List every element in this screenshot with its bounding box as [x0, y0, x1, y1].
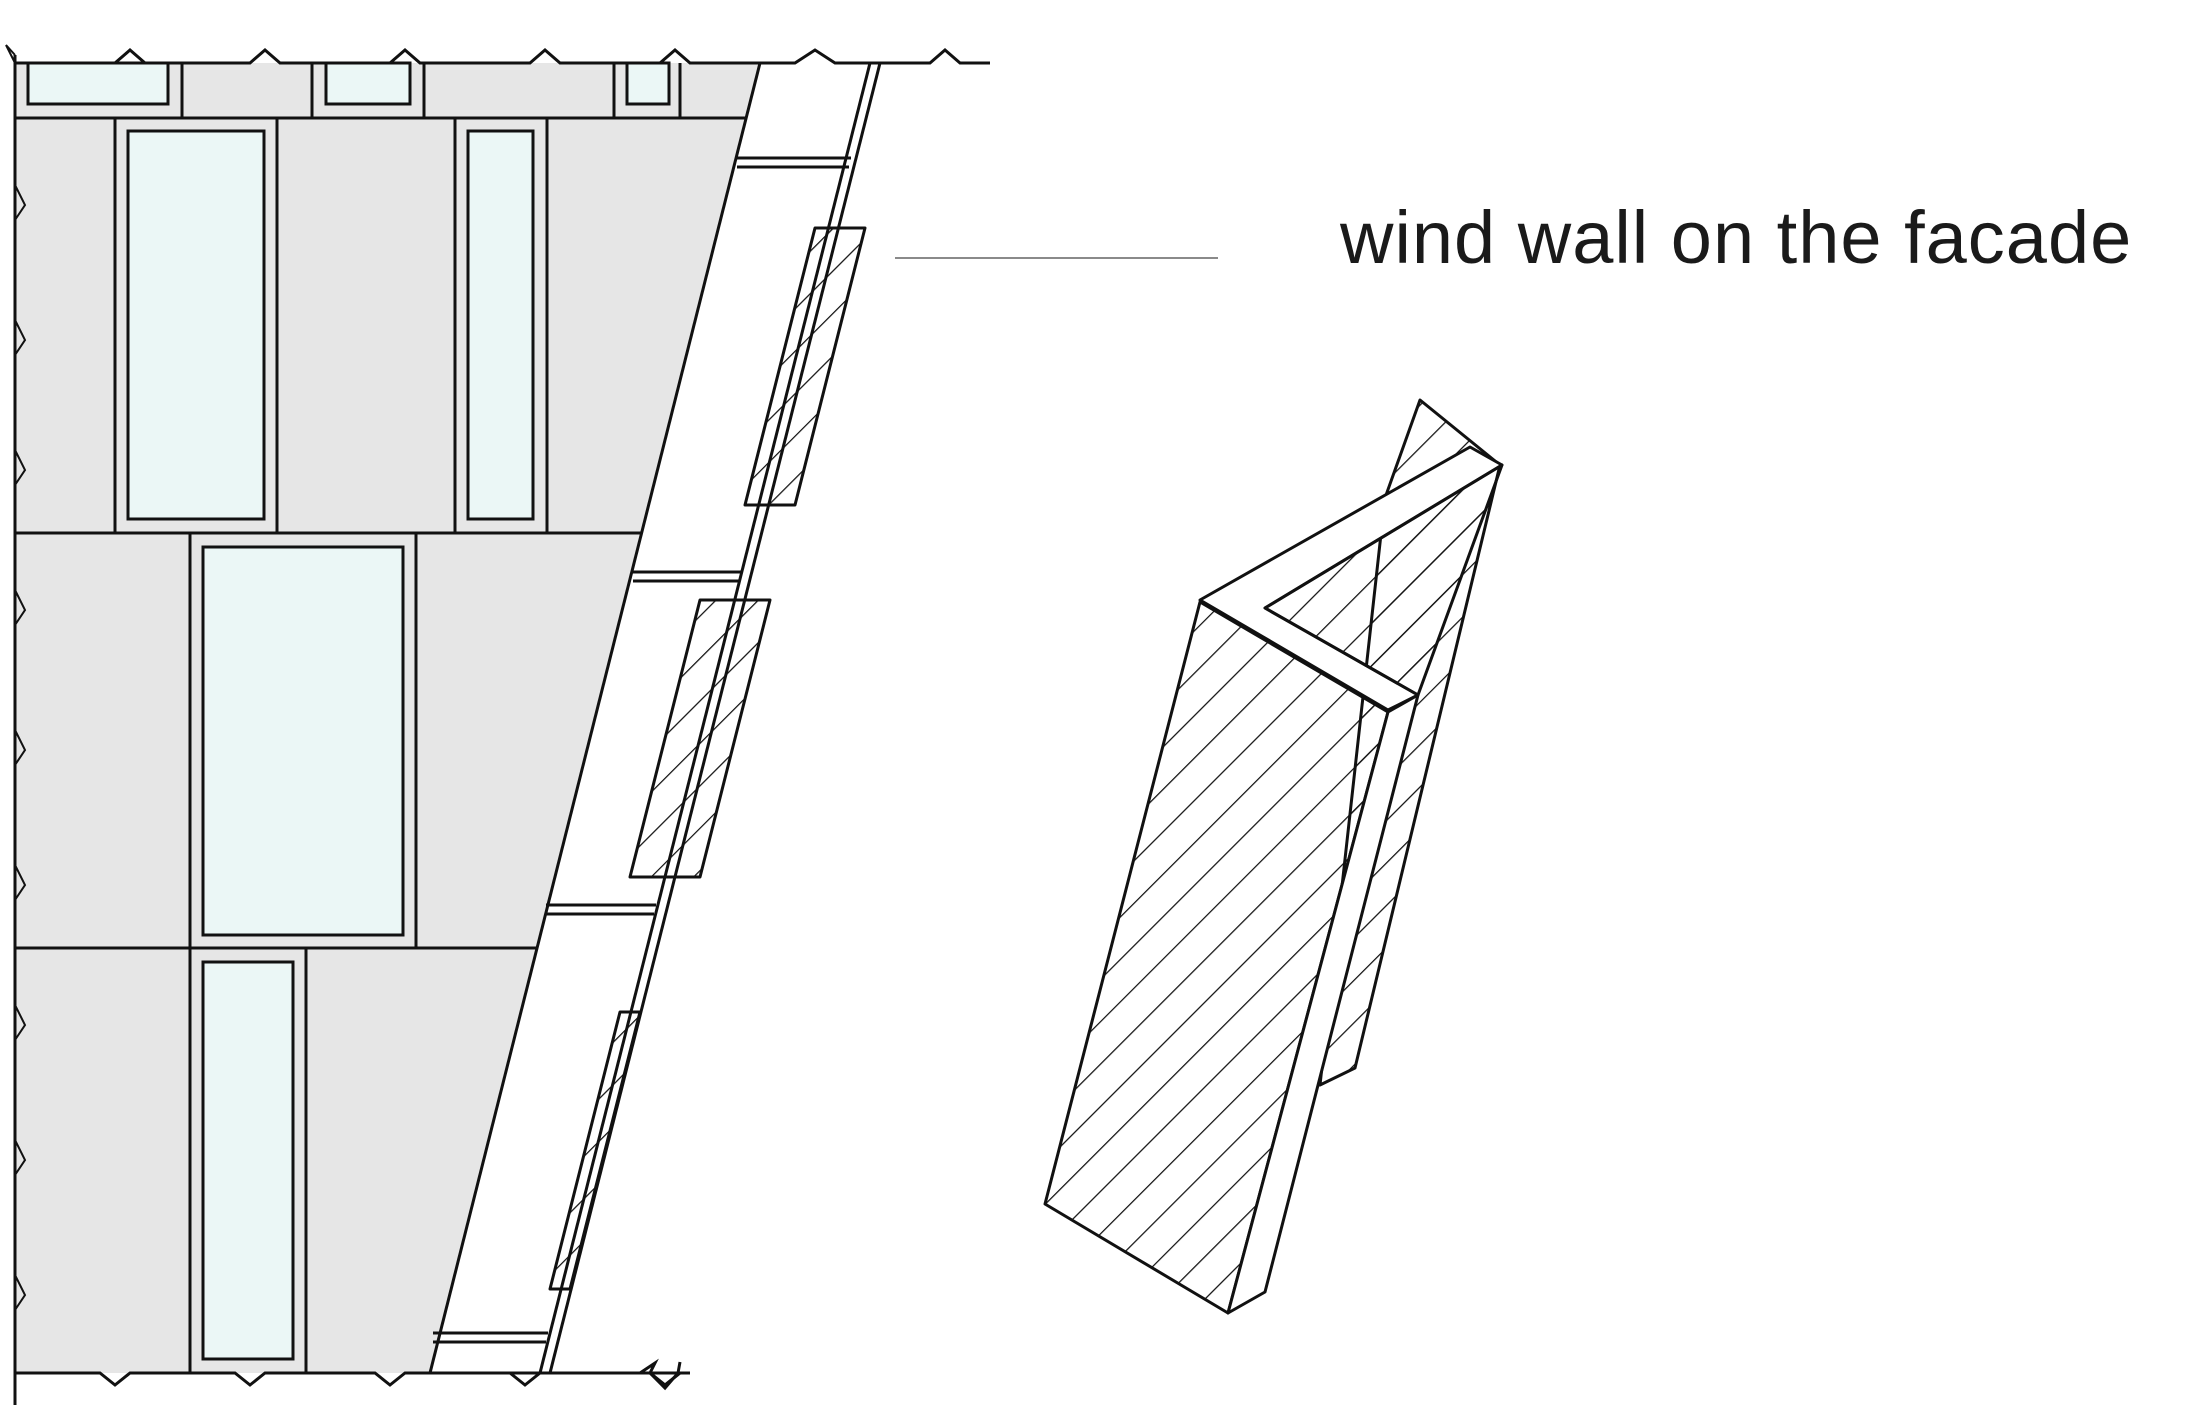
wind-fin-1: [743, 226, 867, 507]
window-row3: [201, 960, 295, 1361]
window-top-2: [324, 61, 412, 106]
window-top-1: [26, 61, 170, 106]
window-row1-left: [126, 129, 266, 521]
break-line-top: [15, 48, 990, 65]
wind-fin-2: [628, 598, 772, 879]
wind-fin-3: [548, 1010, 642, 1291]
wind-wall-3d-detail: [1043, 398, 1504, 1315]
annotation-label: wind wall on the facade: [1340, 196, 2133, 279]
wind-wall-fins: [548, 226, 867, 1291]
break-marks-left: [5, 44, 27, 1311]
window-row2: [201, 545, 405, 937]
window-top-3: [625, 61, 671, 106]
window-row1-right: [466, 129, 535, 521]
facade-windows: [26, 61, 671, 1361]
